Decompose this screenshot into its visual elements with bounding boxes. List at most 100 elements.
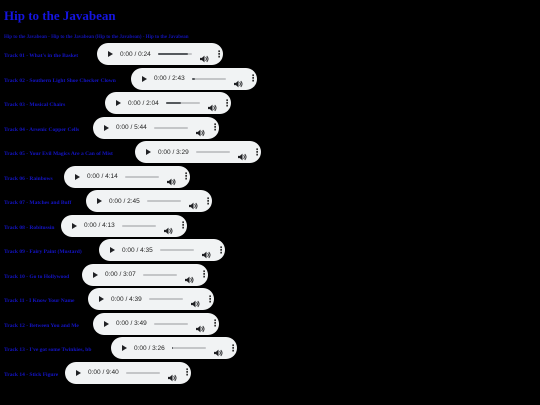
more-vert-icon[interactable]: ⋮ (216, 244, 226, 255)
volume-icon[interactable] (195, 124, 205, 136)
time-display: 0:00 / 2:45 (109, 197, 140, 205)
seek-slider[interactable] (153, 322, 188, 325)
track-item: Track 12 - Between You and Me 0:00 / 3:49… (4, 312, 540, 337)
seek-slider[interactable] (171, 347, 206, 349)
audio-player[interactable]: 0:00 / 3:07 ⋮ (82, 263, 209, 286)
play-icon[interactable] (99, 296, 104, 302)
play-icon[interactable] (97, 198, 102, 204)
volume-icon[interactable] (201, 246, 211, 259)
seek-slider[interactable] (121, 224, 156, 227)
time-display: 0:00 / 3:29 (158, 148, 189, 156)
volume-icon[interactable] (237, 148, 247, 161)
audio-player[interactable]: 0:00 / 0:24 ⋮ (97, 43, 224, 65)
track-title: Track 14 - Stick Figure (4, 371, 59, 378)
track-title: Track 02 - Southern Light Shoe Checker C… (4, 77, 116, 84)
audio-player[interactable]: 0:00 / 3:26⋮ (111, 337, 238, 359)
time-display: 0:00 / 0:24 (120, 50, 151, 58)
seek-slider[interactable] (157, 53, 192, 55)
time-display: 0:00 / 4:35 (122, 246, 153, 254)
track-item: Track 09 - Fairy Paint (Mustard) 0:00 / 4… (4, 239, 540, 263)
audio-player[interactable]: 0:00 / 4:39 ⋮ (88, 288, 215, 310)
more-vert-icon[interactable]: ⋮ (252, 146, 262, 157)
time-display: 0:00 / 4:13 (84, 222, 115, 229)
seek-slider[interactable] (195, 151, 230, 153)
seek-slider[interactable] (191, 77, 226, 80)
play-icon[interactable] (142, 75, 147, 82)
volume-icon[interactable] (167, 369, 177, 381)
volume-icon[interactable] (233, 75, 243, 87)
volume-icon[interactable] (207, 99, 217, 112)
more-vert-icon[interactable]: ⋮ (214, 48, 224, 59)
volume-icon[interactable] (188, 197, 198, 210)
more-vert-icon[interactable]: ⋮ (203, 195, 213, 206)
track-title: Track 04 - Arsenic Copper Cells (4, 126, 80, 133)
play-icon[interactable] (76, 369, 81, 376)
seek-slider[interactable] (165, 102, 200, 104)
volume-icon[interactable] (190, 295, 200, 308)
seek-slider[interactable] (146, 200, 181, 202)
more-vert-icon[interactable]: ⋮ (222, 97, 232, 108)
more-vert-icon[interactable]: ⋮ (182, 367, 192, 377)
seek-slider[interactable] (142, 273, 177, 276)
audio-player[interactable]: 0:00 / 2:04⋮ (105, 92, 232, 114)
volume-icon[interactable] (184, 271, 194, 283)
more-vert-icon[interactable]: ⋮ (181, 171, 191, 181)
volume-icon[interactable] (163, 222, 173, 234)
audio-player[interactable]: 0:00 / 9:40 ⋮ (65, 361, 192, 384)
seek-progress (171, 347, 173, 349)
seek-slider[interactable] (159, 249, 194, 251)
seek-slider[interactable] (124, 175, 159, 178)
more-vert-icon[interactable]: ⋮ (248, 73, 258, 83)
play-icon[interactable] (116, 100, 121, 106)
track-item: Track 10 - Go to Hollywood 0:00 / 3:07 ⋮ (4, 263, 540, 288)
seek-slider[interactable] (153, 126, 188, 129)
track-title: Track 07 - Matches and Buff (4, 200, 72, 206)
more-vert-icon[interactable]: ⋮ (178, 220, 188, 230)
play-icon[interactable] (108, 51, 113, 57)
seek-slider[interactable] (125, 371, 160, 374)
audio-player[interactable]: 0:00 / 5:44⋮ (93, 116, 220, 139)
track-title: Track 10 - Go to Hollywood (4, 273, 70, 280)
audio-player[interactable]: 0:00 / 2:43⋮ (131, 67, 258, 90)
audio-player[interactable]: 0:00 / 2:45 ⋮ (86, 190, 213, 212)
time-display: 0:00 / 9:40 (88, 369, 119, 376)
more-vert-icon[interactable]: ⋮ (210, 122, 220, 132)
time-display: 0:00 / 4:39 (111, 295, 142, 303)
play-icon[interactable] (93, 271, 98, 278)
audio-player[interactable]: 0:00 / 3:29 ⋮ (135, 141, 262, 163)
track-title: Track 08 - Robitussin (4, 224, 55, 231)
more-vert-icon[interactable]: ⋮ (199, 269, 209, 279)
play-icon[interactable] (104, 124, 109, 131)
volume-icon[interactable] (195, 320, 205, 332)
track-item: Track 04 - Arsenic Copper Cells 0:00 / 5:… (4, 116, 540, 141)
more-vert-icon[interactable]: ⋮ (210, 318, 220, 328)
time-display: 0:00 / 4:14 (87, 173, 118, 180)
audio-player[interactable]: 0:00 / 4:35 ⋮ (99, 239, 226, 261)
page-title: Hip to the Javabean (4, 8, 116, 23)
track-title: Track 06 - Rainbows (4, 175, 53, 182)
track-item: Track 07 - Matches and Buff 0:00 / 2:45 ⋮ (4, 190, 540, 214)
play-icon[interactable] (72, 222, 77, 229)
play-icon[interactable] (146, 149, 151, 155)
audio-player[interactable]: 0:00 / 4:13 ⋮ (61, 214, 188, 237)
time-display: 0:00 / 3:07 (105, 271, 136, 278)
volume-icon[interactable] (199, 50, 209, 63)
play-icon[interactable] (122, 345, 127, 351)
volume-icon[interactable] (166, 173, 176, 185)
more-vert-icon[interactable]: ⋮ (205, 293, 215, 304)
play-icon[interactable] (75, 173, 80, 180)
seek-slider[interactable] (148, 298, 183, 300)
more-vert-icon[interactable]: ⋮ (228, 342, 238, 353)
seek-progress (157, 53, 189, 55)
track-item: Track 05 - Your Evil Magics Are a Can of… (4, 141, 540, 165)
play-icon[interactable] (110, 247, 115, 253)
audio-player[interactable]: 0:00 / 4:14 ⋮ (64, 165, 191, 188)
play-icon[interactable] (104, 320, 109, 327)
track-title: Track 09 - Fairy Paint (Mustard) (4, 249, 82, 255)
volume-icon[interactable] (213, 344, 223, 357)
audio-player[interactable]: 0:00 / 3:49⋮ (93, 312, 220, 335)
track-title: Track 12 - Between You and Me (4, 322, 79, 329)
